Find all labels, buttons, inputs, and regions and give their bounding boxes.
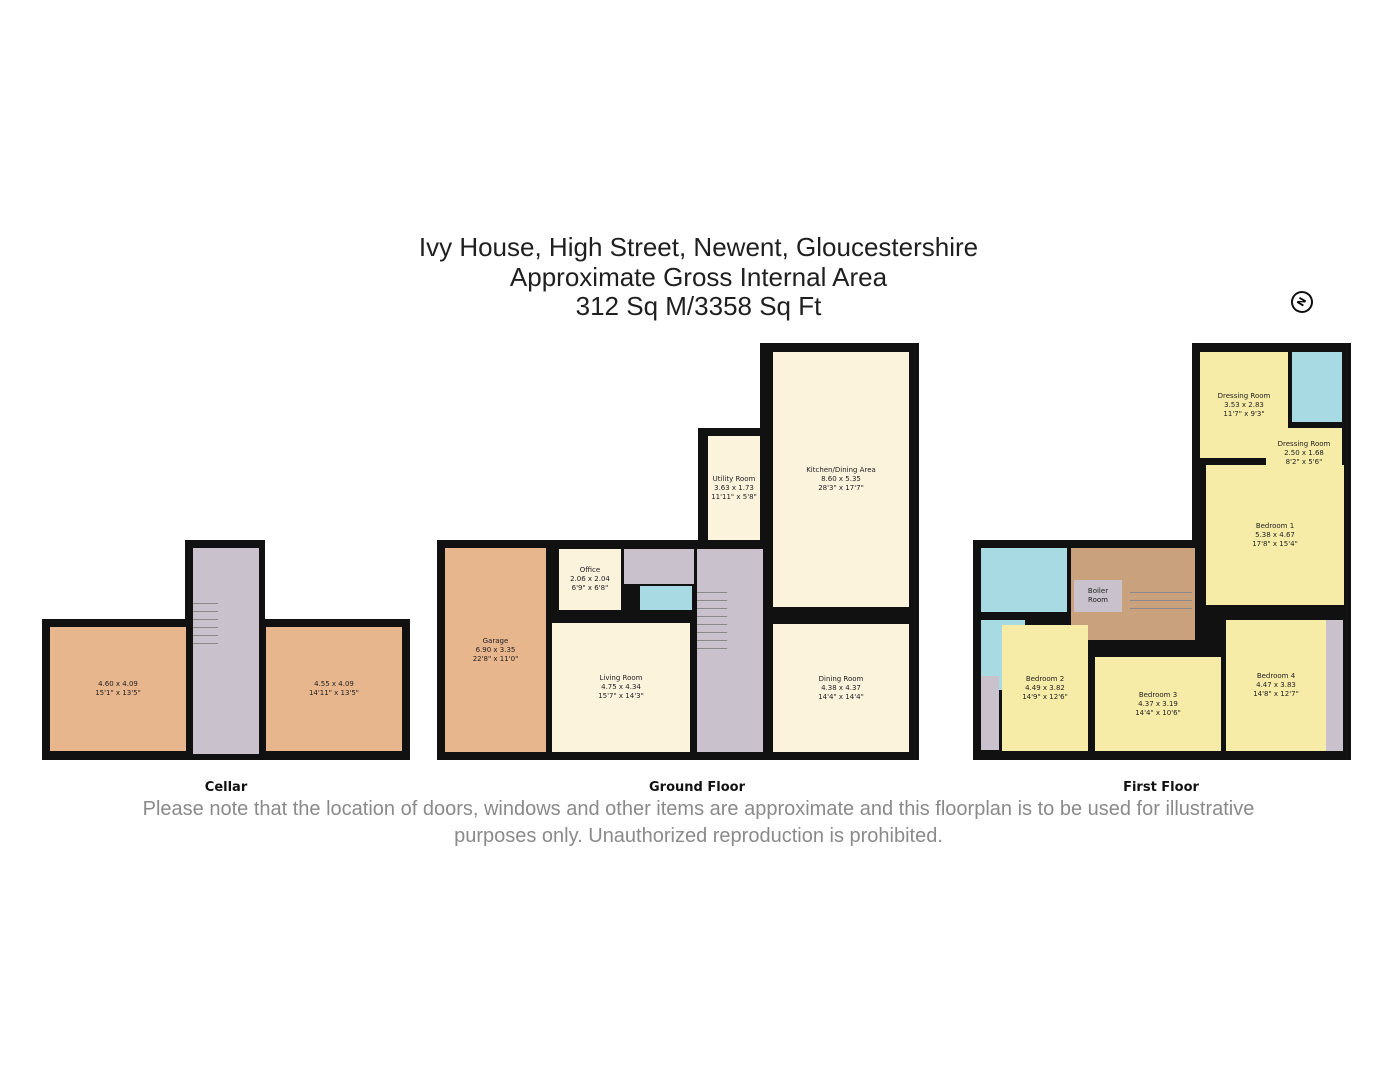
wardrobes xyxy=(981,676,999,750)
cellar-room-1: 4.60 x 4.09 15'1" x 13'5" xyxy=(50,627,186,751)
room-metric: 4.37 x 3.19 xyxy=(1138,699,1178,708)
room-metric: 4.55 x 4.09 xyxy=(314,680,354,688)
stairs xyxy=(1130,585,1192,615)
room-imperial: 11'11" x 5'8" xyxy=(711,492,757,501)
room-metric: 4.75 x 4.34 xyxy=(601,683,641,691)
room-name: Office xyxy=(579,566,601,574)
ensuite-shower xyxy=(1292,352,1342,422)
room-name: Utility Room xyxy=(712,474,756,483)
room-metric: 4.47 x 3.83 xyxy=(1256,681,1296,689)
cellar-room-2: 4.55 x 4.09 14'11" x 13'5" xyxy=(266,627,402,751)
room-metric: 8.60 x 5.35 xyxy=(821,475,861,483)
room-name: Bedroom 4 xyxy=(1256,672,1296,680)
room-imperial: 28'3" x 17'7" xyxy=(818,484,864,492)
room-imperial: 14'8" x 12'7" xyxy=(1253,690,1299,698)
room-name: Living Room xyxy=(599,674,643,682)
first-floor-label: First Floor xyxy=(1123,780,1199,795)
disclaimer-line-2: purposes only. Unauthorized reproduction… xyxy=(454,825,943,847)
area-heading: Approximate Gross Internal Area xyxy=(509,262,888,292)
living-room: Living Room 4.75 x 4.34 15'7" x 14'3" xyxy=(552,623,690,752)
room-imperial: 15'7" x 14'3" xyxy=(598,692,644,700)
ground-floor-label: Ground Floor xyxy=(649,780,745,795)
room-name: Dining Room xyxy=(818,674,864,683)
room-imperial: 17'8" x 15'4" xyxy=(1252,539,1298,548)
room-name: Dressing Room xyxy=(1277,439,1331,448)
room-imperial: 22'8" x 11'0" xyxy=(472,654,519,663)
room-name: Bedroom 1 xyxy=(1255,521,1295,530)
boiler-room: Boiler Room xyxy=(1074,580,1122,612)
room-name: Kitchen/Dining Area xyxy=(806,466,876,474)
property-title: Ivy House, High Street, Newent, Gloucest… xyxy=(418,232,979,262)
room-imperial: 14'11" x 13'5" xyxy=(308,689,360,697)
room-metric: 2.06 x 2.04 xyxy=(570,575,610,583)
cellar-hall xyxy=(193,548,259,754)
garage: Garage 6.90 x 3.35 22'8" x 11'0" xyxy=(445,548,546,752)
room-imperial: 6'9" x 6'8" xyxy=(571,584,609,592)
room-name: Garage xyxy=(482,636,509,645)
cellar-label: Cellar xyxy=(204,780,248,795)
bedroom-2: Bedroom 2 4.49 x 3.82 14'9" x 12'6" xyxy=(1002,625,1088,751)
room-name: Bedroom 2 xyxy=(1025,674,1065,683)
room-name: Bedroom 3 xyxy=(1138,690,1178,699)
disclaimer: Please note that the location of doors, … xyxy=(0,796,1397,850)
lobby xyxy=(624,549,694,584)
office: Office 2.06 x 2.04 6'9" x 6'8" xyxy=(559,549,621,610)
stairs xyxy=(697,585,727,655)
disclaimer-line-1: Please note that the location of doors, … xyxy=(142,798,1255,820)
bedroom-1: Bedroom 1 5.38 x 4.67 17'8" x 15'4" xyxy=(1206,465,1344,605)
room-metric: 5.38 x 4.67 xyxy=(1255,530,1295,539)
bedroom-4: Bedroom 4 4.47 x 3.83 14'8" x 12'7" xyxy=(1226,620,1326,751)
room-imperial: 14'4" x 14'4" xyxy=(818,692,864,701)
room-metric: 3.63 x 1.73 xyxy=(714,483,754,492)
room-name: Boiler Room xyxy=(1087,587,1109,604)
room-imperial: 14'4" x 10'6" xyxy=(1135,708,1181,717)
room-metric: 4.38 x 4.37 xyxy=(821,683,861,692)
room-imperial: 14'9" x 12'6" xyxy=(1022,692,1068,701)
room-metric: 4.60 x 4.09 xyxy=(98,680,138,688)
bedroom-3: Bedroom 3 4.37 x 3.19 14'4" x 10'6" xyxy=(1095,657,1221,751)
room-name: Dressing Room xyxy=(1217,391,1271,400)
bathroom xyxy=(981,548,1067,612)
wardrobes xyxy=(1326,620,1343,751)
utility-room: Utility Room 3.63 x 1.73 11'11" x 5'8" xyxy=(708,436,760,540)
wc xyxy=(640,586,692,610)
room-imperial: 11'7" x 9'3" xyxy=(1223,409,1265,418)
dining-room: Dining Room 4.38 x 4.37 14'4" x 14'4" xyxy=(773,624,909,752)
room-imperial: 15'1" x 13'5" xyxy=(95,689,141,697)
stairs xyxy=(193,596,218,646)
room-metric: 2.50 x 1.68 xyxy=(1284,448,1324,457)
kitchen-dining-area: Kitchen/Dining Area 8.60 x 5.35 28'3" x … xyxy=(773,352,909,607)
room-metric: 4.49 x 3.82 xyxy=(1025,683,1065,692)
area-value: 312 Sq M/3358 Sq Ft xyxy=(575,291,822,321)
room-metric: 6.90 x 3.35 xyxy=(475,645,516,654)
room-metric: 3.53 x 2.83 xyxy=(1224,400,1264,409)
room-imperial: 8'2" x 5'6" xyxy=(1285,457,1323,466)
